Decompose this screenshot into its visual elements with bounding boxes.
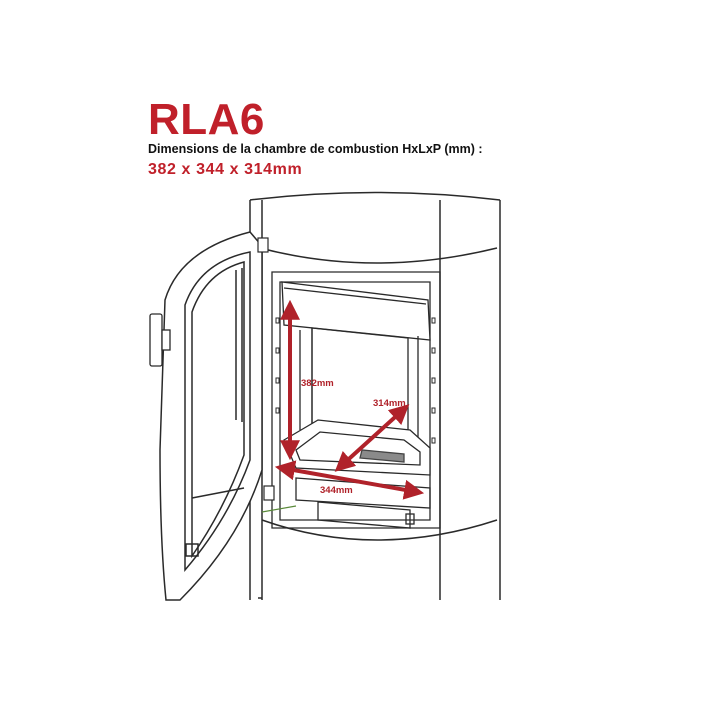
width-arrow [274,460,425,500]
combustion-chamber-caption: Dimensions de la chambre de combustion H… [148,142,483,156]
combustion-chamber-dimensions: 382 x 344 x 314mm [148,161,303,178]
width-label: 344mm [320,485,353,496]
model-title: RLA6 [148,95,265,144]
hinge-icon [257,237,297,513]
open-door [159,231,263,601]
height-label: 382mm [301,378,334,389]
dimension-arrow-icon [334,404,410,472]
door-handle-icon [149,313,171,367]
depth-label: 314mm [373,398,406,409]
depth-arrow [334,404,410,472]
stove-body [249,191,501,600]
dimension-arrow-icon [274,460,425,500]
